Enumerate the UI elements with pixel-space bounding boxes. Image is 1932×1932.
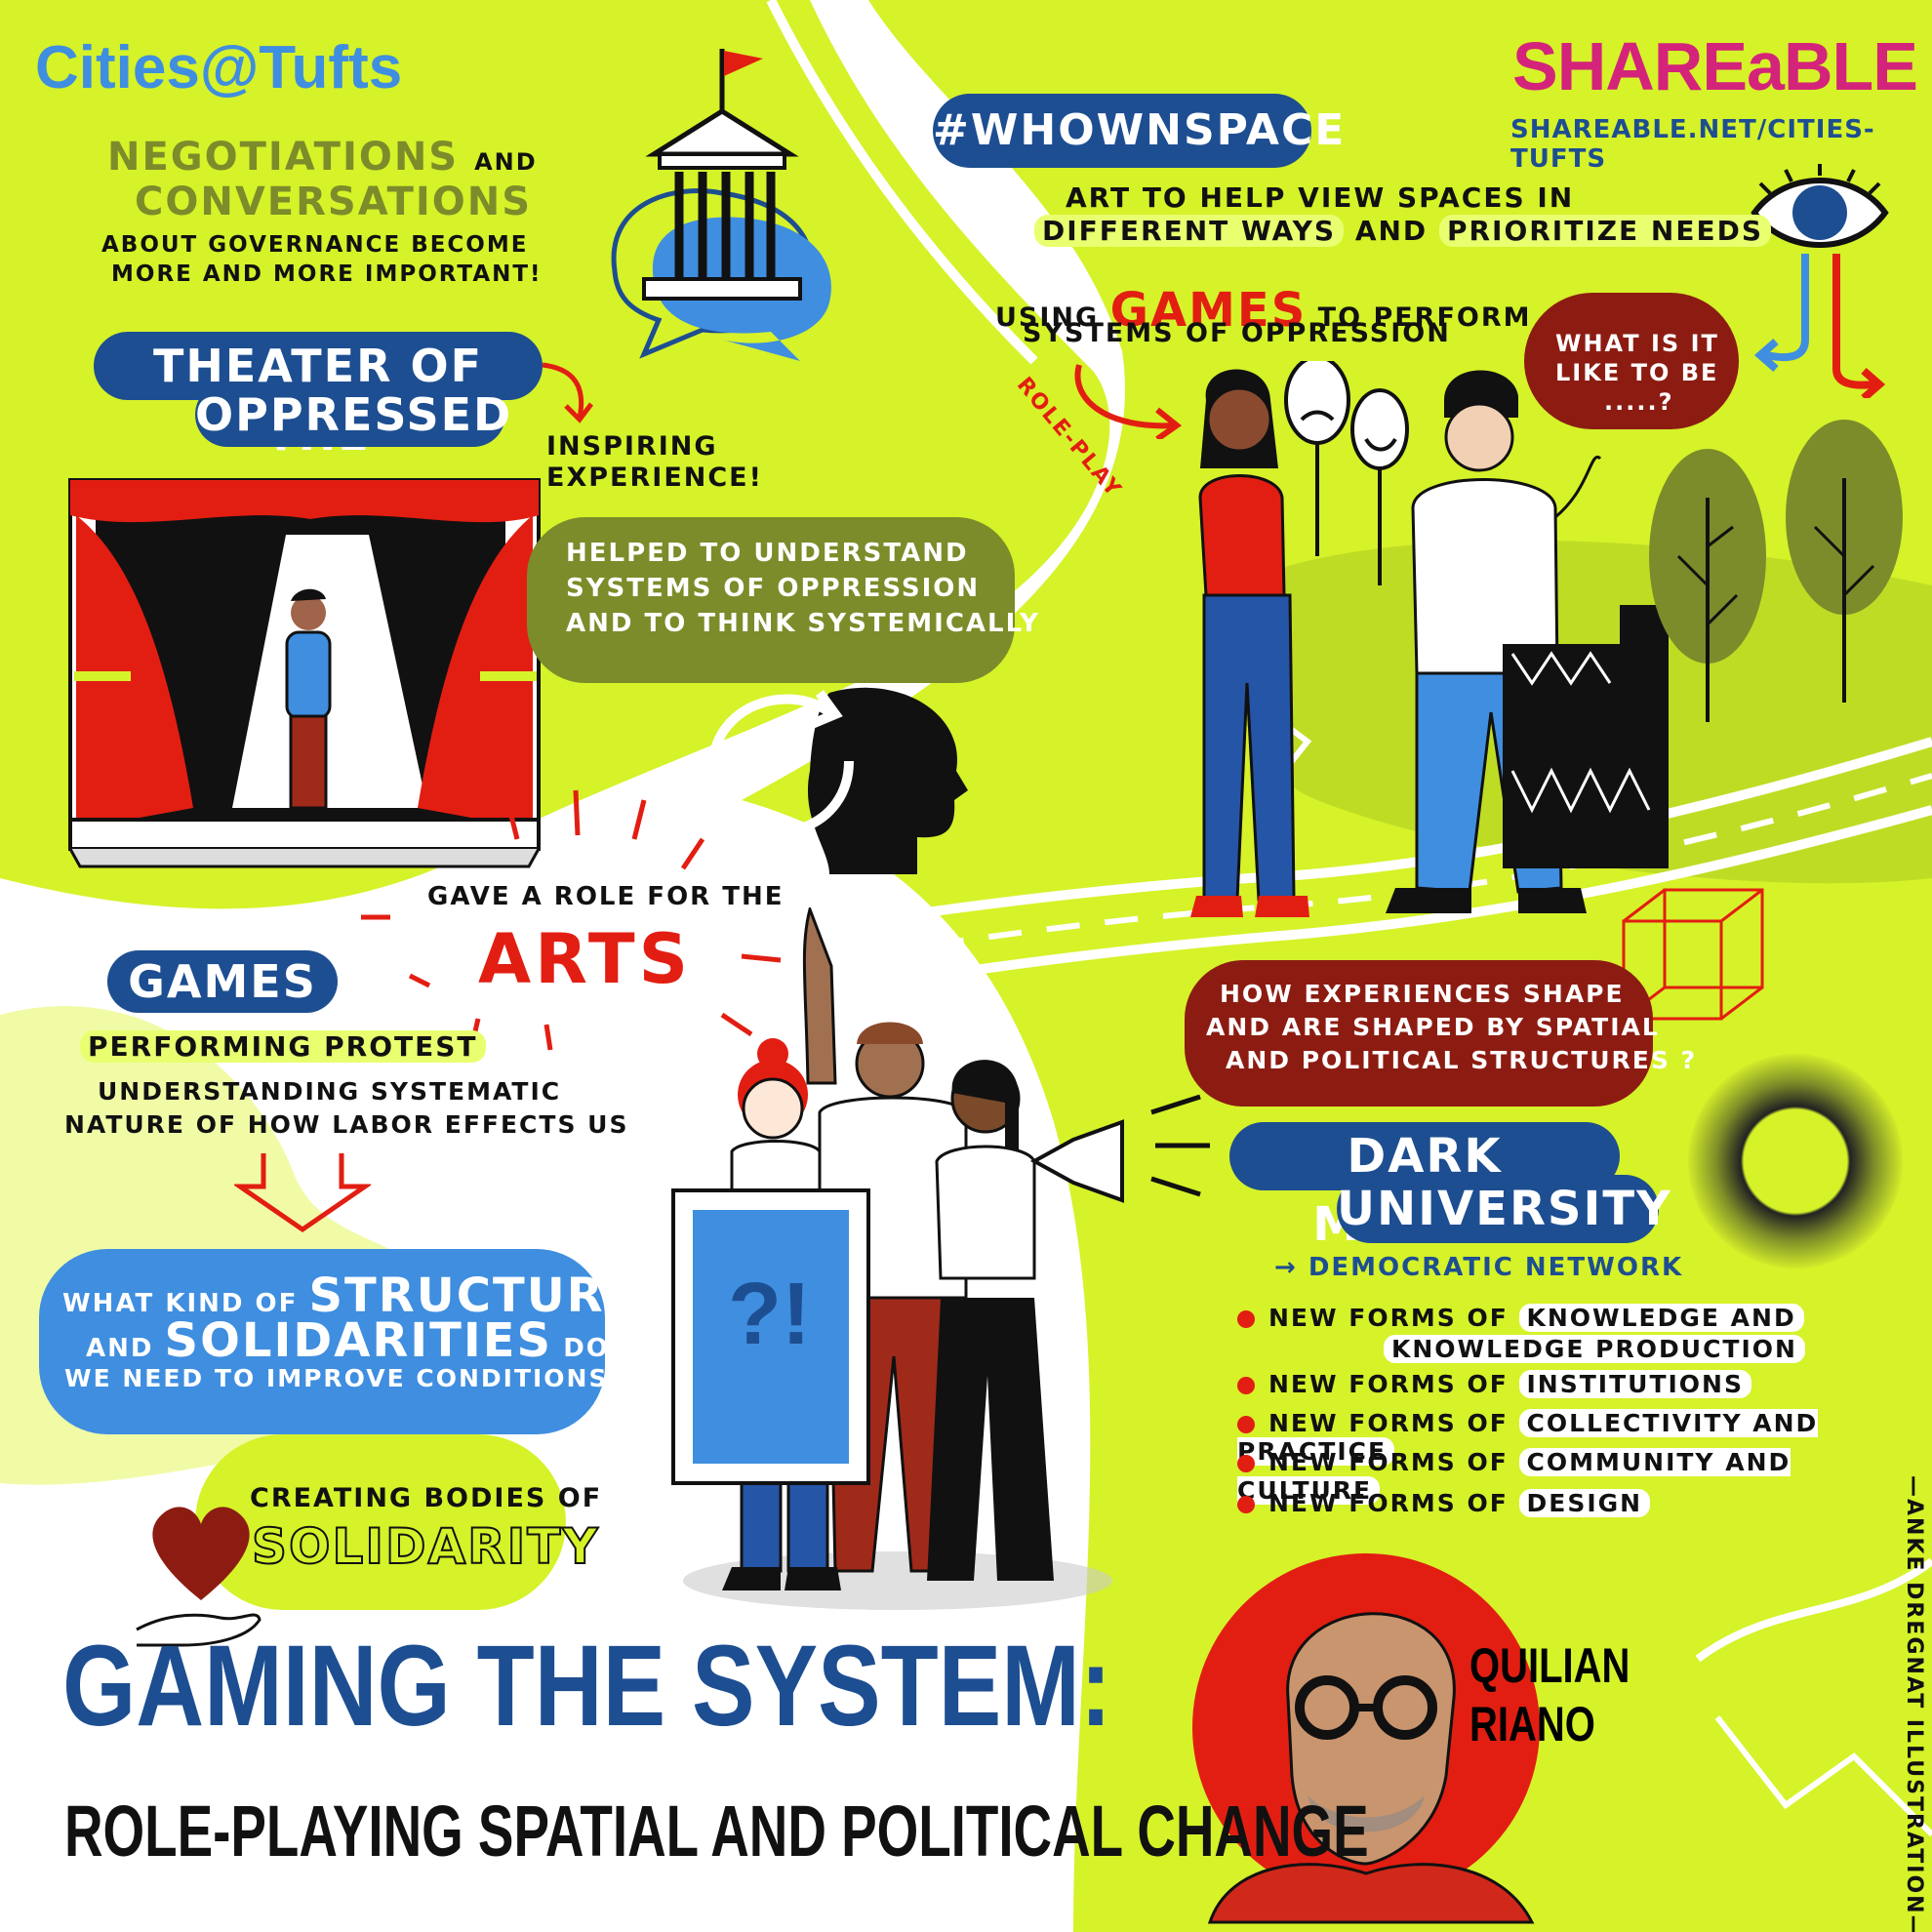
speaker-first-name: QUILIAN: [1469, 1638, 1630, 1693]
inspiring-line2: EXPERIENCE!: [546, 463, 763, 493]
negotiations-word: NEGOTIATIONS: [107, 135, 460, 180]
dmu-item-highlight: KNOWLEDGE PRODUCTION: [1384, 1335, 1805, 1363]
dark-matter-halo-icon: [1688, 1054, 1903, 1268]
dmu-item-2: KNOWLEDGE PRODUCTION: [1384, 1335, 1805, 1363]
art-view-line1: ART TO HELP VIEW SPACES IN: [1066, 181, 1575, 214]
what-like-line1: WHAT IS IT: [1555, 330, 1719, 357]
cities-tufts-logo: Cities@Tufts: [35, 34, 403, 101]
performing-protest-highlight: PERFORMING PROTEST: [80, 1030, 486, 1063]
heart-hand-icon: [136, 1507, 262, 1647]
dmu-item-prefix: NEW FORMS OF: [1268, 1489, 1509, 1517]
creating-bodies-text: CREATING BODIES OF: [250, 1483, 603, 1513]
dmu-item-6: NEW FORMS OF DESIGN: [1237, 1489, 1651, 1517]
roleplay-people-illustration: [1190, 361, 1669, 917]
dark-matter-title-line2: UNIVERSITY: [1337, 1175, 1670, 1243]
art-view-and: AND: [1354, 215, 1429, 247]
bullet-dot: [1237, 1496, 1255, 1513]
and-word: AND: [474, 148, 538, 176]
hashtag-badge: #WHOWNSpace: [933, 94, 1344, 168]
prioritize-needs-highlight: PRIORITIZE NEEDS: [1438, 215, 1772, 247]
helped-line3: AND TO THINK SYSTEMICALLY: [566, 609, 1040, 638]
main-title: GAMING THE SYSTEM:: [62, 1622, 1112, 1751]
bullet-dot: [1237, 1310, 1255, 1328]
shareable-url: SHAREABLE.NET/CITIES-TUFTS: [1510, 115, 1875, 174]
theater-title-line2: OPPRESSED: [195, 382, 510, 447]
structures-bubble: [39, 1249, 605, 1434]
experiences-line1: HOW EXPERIENCES SHAPE: [1220, 980, 1625, 1008]
dmu-item-highlight: DESIGN: [1518, 1489, 1651, 1517]
experiences-line2: AND ARE SHAPED BY SPATIAL: [1206, 1013, 1660, 1041]
solidarity-burst: [195, 1434, 566, 1610]
what-like-bubble: [1524, 293, 1739, 429]
using-games-line1: USING GAMES TO PERFORM: [995, 283, 1532, 338]
inspiring-line1: INSPIRING: [546, 431, 718, 462]
protesters-illustration: [671, 907, 1124, 1610]
governance-line3: ABOUT GOVERNANCE BECOME: [101, 232, 529, 258]
roleplay-arrow-icon: [1074, 364, 1183, 439]
structures-line1: WHAT KIND OF STRUCTURES: [62, 1268, 674, 1323]
games-section-title: GAMES: [107, 950, 338, 1013]
speaker-last-name: RIANO: [1469, 1697, 1595, 1751]
arts-word: ARTS: [478, 919, 693, 999]
trees-icon: [1649, 420, 1903, 722]
understanding-line1: UNDERSTANDING SYSTEMATIC: [98, 1077, 562, 1106]
do-word: DO: [563, 1334, 610, 1363]
helped-line2: SYSTEMS OF OPPRESSION: [566, 574, 981, 603]
what-like-line3: .....?: [1604, 388, 1674, 416]
gave-role-text: GAVE A ROLE FOR THE: [427, 882, 785, 911]
dmu-item-3: NEW FORMS OF INSTITUTIONS: [1237, 1370, 1751, 1398]
structures-line2: AND SOLIDARITIES DO: [86, 1313, 610, 1368]
experiences-bubble: [1185, 960, 1653, 1107]
solidarities-word: SOLIDARITIES: [164, 1313, 553, 1368]
structures-line3: WE NEED TO IMPROVE CONDITIONS?: [64, 1364, 624, 1392]
dmu-item-highlight: INSTITUTIONS: [1518, 1370, 1751, 1398]
governance-conversations: CONVERSATIONS: [135, 180, 533, 224]
using-games-line2: SYSTEMS OF OPPRESSION: [1023, 318, 1451, 348]
governance-line4: MORE AND MORE IMPORTANT!: [111, 262, 543, 287]
experiences-line3: AND POLITICAL STRUCTURES ?: [1226, 1046, 1698, 1074]
dmu-item-1: NEW FORMS OF KNOWLEDGE AND: [1237, 1304, 1804, 1332]
illustrator-credit: —ANKE DREGNAT ILLUSTRATION—: [1902, 1475, 1926, 1932]
megaphone-sound-lines-icon: [1150, 1094, 1210, 1197]
dmu-item-prefix: NEW FORMS OF: [1268, 1370, 1509, 1398]
protest-sign-text: ?!: [728, 1266, 811, 1363]
bullet-dot: [1237, 1455, 1255, 1472]
main-subtitle: ROLE-PLAYING SPATIAL AND POLITICAL CHANG…: [64, 1791, 1369, 1872]
dmu-item-highlight: KNOWLEDGE AND: [1518, 1304, 1804, 1332]
what-kind-word: WHAT KIND OF: [62, 1289, 299, 1318]
democratic-network-text: → DEMOCRATIC NETWORK: [1274, 1253, 1684, 1282]
games-word: GAMES: [1109, 283, 1308, 338]
helped-line1: HELPED TO UNDERSTAND: [566, 539, 969, 568]
eye-icon: [1751, 164, 1889, 398]
dmu-item-prefix: NEW FORMS OF: [1268, 1448, 1509, 1476]
to-perform-word: TO PERFORM: [1317, 302, 1532, 333]
shareable-logo-text: SHAREaBLE: [1512, 28, 1918, 104]
bullet-dot: [1237, 1377, 1255, 1394]
what-like-line2: LIKE TO BE: [1555, 359, 1719, 386]
dmu-item-prefix: NEW FORMS OF: [1268, 1304, 1509, 1332]
arrow-down-icon: [234, 1153, 371, 1233]
art-view-line2: DIFFERENT WAYS AND PRIORITIZE NEEDS: [1034, 215, 1772, 247]
arrow-down-right-icon: [542, 362, 593, 423]
head-cycle-icon: [707, 687, 968, 874]
governance-negotiations: NEGOTIATIONS AND: [107, 135, 538, 180]
theater-stage-illustration: [68, 478, 541, 868]
performing-protest-text: PERFORMING PROTEST: [80, 1030, 486, 1063]
arts-burst-lines-icon: [361, 789, 782, 1051]
different-ways-highlight: DIFFERENT WAYS: [1034, 215, 1345, 247]
bullet-dot: [1237, 1416, 1255, 1433]
speaker-portrait: [1192, 1553, 1540, 1924]
dmu-item-5: NEW FORMS OF COMMUNITY AND CULTURE: [1237, 1448, 1932, 1505]
structures-word: STRUCTURES: [308, 1268, 674, 1323]
structures-and-word: AND: [86, 1334, 154, 1363]
cube-icon: [1622, 888, 1764, 1021]
dmu-item-prefix: NEW FORMS OF: [1268, 1409, 1509, 1437]
helped-understand-blob: [527, 517, 1015, 683]
using-word: USING: [995, 302, 1100, 333]
understanding-line2: NATURE OF HOW LABOR EFFECTS US: [64, 1110, 629, 1139]
government-building-icon: [611, 49, 831, 361]
solidarity-word: SOLIDARITY: [251, 1517, 600, 1576]
shareable-logo: SHAREaBLE: [1512, 27, 1918, 105]
